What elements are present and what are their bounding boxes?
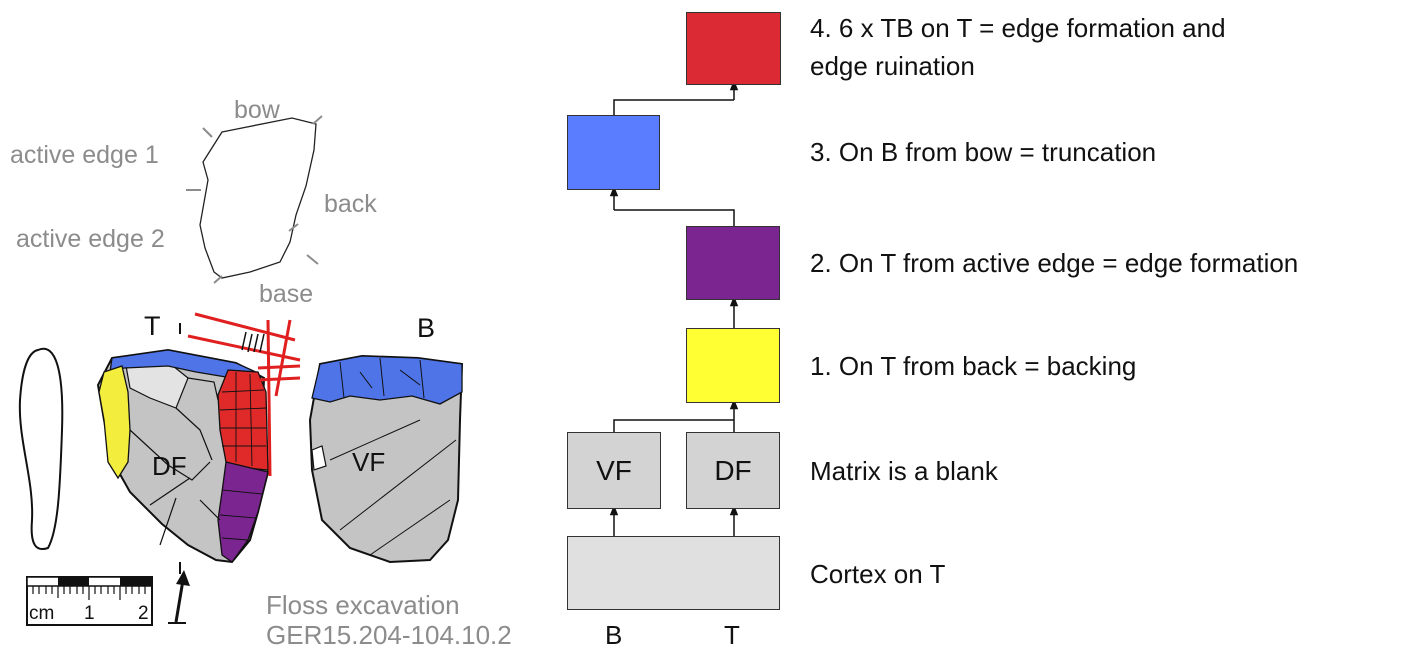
scale-tick-1: 1 [84, 603, 95, 624]
matrix-box-df: DF [686, 432, 780, 509]
caption-specimen-id: GER15.204-104.10.2 [266, 620, 512, 650]
profile-drawing [18, 347, 64, 550]
scale-bar [26, 323, 190, 626]
label-back: back [324, 190, 377, 218]
matrix-box-vf: VF [567, 432, 661, 509]
matrix-box-backing [686, 328, 780, 403]
matrix-box-truncation [567, 115, 660, 190]
ventral-face-drawing [308, 354, 464, 564]
matrix-box-df-label: DF [714, 454, 752, 486]
matrix-box-cortex [567, 536, 780, 610]
label-active-edge-2: active edge 2 [16, 225, 165, 253]
step-3: 3. On B from bow = truncation [810, 137, 1157, 167]
matrix-axis-b: B [605, 620, 623, 650]
matrix-axis-t: T [724, 620, 740, 650]
outline-drawing [186, 115, 323, 284]
label-bow: bow [234, 96, 280, 124]
label-dorsal-face: DF [152, 451, 187, 481]
label-base: base [259, 280, 314, 308]
label-top-face: T [144, 311, 161, 341]
step-2: 2. On T from active edge = edge formatio… [810, 248, 1299, 278]
step-cortex: Cortex on T [810, 559, 946, 589]
dorsal-face-drawing [96, 312, 301, 564]
matrix-box-vf-label: VF [596, 454, 632, 486]
label-active-edge-1: active edge 1 [10, 141, 159, 169]
caption-excavation: Floss excavation [266, 590, 460, 620]
step-matrix: Matrix is a blank [810, 456, 998, 486]
matrix-connectors [609, 79, 739, 536]
matrix-box-ruination [686, 12, 781, 85]
scale-tick-2: 2 [138, 603, 149, 624]
label-ventral-face: VF [352, 447, 386, 477]
label-bottom-face: B [417, 313, 436, 343]
matrix-box-edge-formation [686, 226, 780, 300]
step-1: 1. On T from back = backing [810, 351, 1137, 381]
step-4-line2: edge ruination [810, 51, 975, 81]
scale-unit: cm [29, 603, 55, 624]
step-4-line1: 4. 6 x TB on T = edge formation and [810, 13, 1226, 43]
